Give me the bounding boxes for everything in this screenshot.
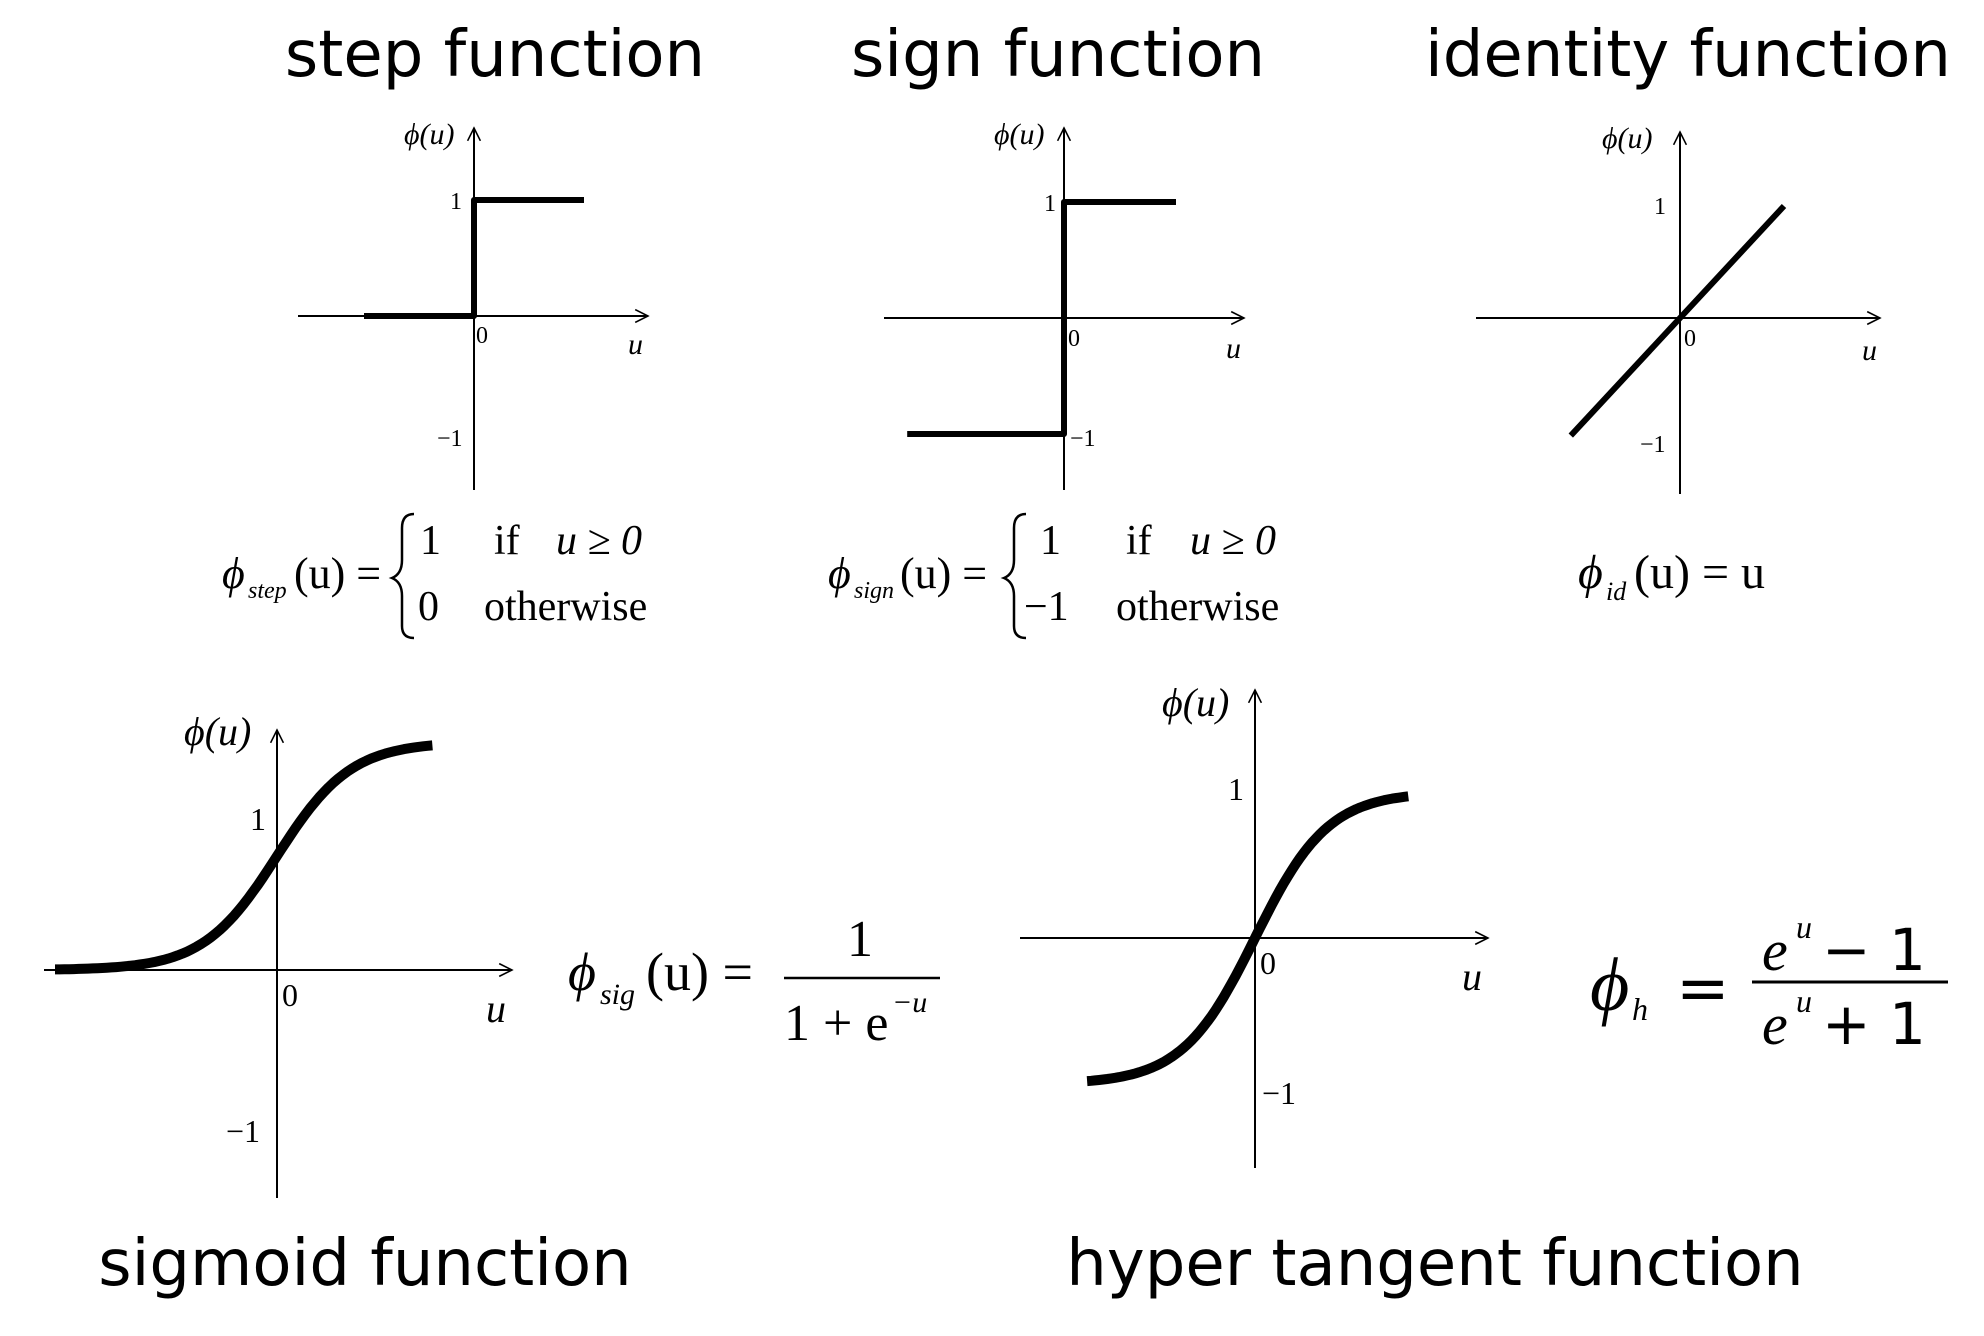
sign-function-caption: sign function — [851, 18, 1265, 92]
identity-curve — [1568, 203, 1787, 438]
sign-formula: ϕ sign (u) = 1 if u ≥ 0 −1 otherwise — [828, 512, 1279, 640]
sigmoid-formula-exponent: −u — [892, 986, 927, 1019]
sigmoid-formula-numerator: 1 — [847, 911, 873, 968]
tanh-formula-phi: ϕ — [1590, 943, 1629, 1027]
sign-x-label: u — [1226, 332, 1241, 365]
sign-formula-case1-if: if — [1126, 518, 1152, 564]
step-x-label: u — [628, 328, 643, 361]
sign-y-label: ϕ(u) — [994, 118, 1045, 151]
sign-tick-1: 1 — [1044, 191, 1056, 217]
identity-formula-rhs: (u) = u — [1634, 546, 1765, 599]
sigmoid-formula-subscript: sig — [600, 978, 635, 1011]
sign-formula-brace — [1000, 512, 1027, 640]
identity-origin-label: 0 — [1684, 326, 1696, 352]
step-graph: ϕ(u) u 0 1 −1 — [298, 118, 648, 490]
step-y-label: ϕ(u) — [404, 118, 455, 151]
tanh-formula-num-exp: u — [1796, 909, 1812, 945]
tanh-formula-subscript: h — [1632, 991, 1648, 1027]
sign-formula-case1-value: 1 — [1040, 518, 1061, 564]
sigmoid-tick-1: 1 — [250, 801, 266, 837]
tanh-curve — [1086, 791, 1410, 1087]
identity-formula-subscript: id — [1606, 577, 1627, 606]
sigmoid-formula-phi: ϕ — [568, 942, 596, 1002]
step-formula-case1-value: 1 — [420, 518, 441, 564]
step-tick-1: 1 — [450, 189, 462, 215]
tanh-formula-equals: = — [1676, 952, 1730, 1026]
sign-graph: ϕ(u) u 0 1 −1 — [884, 118, 1244, 490]
step-origin-label: 0 — [476, 323, 488, 349]
step-formula-case1-cond: u ≥ 0 — [556, 518, 642, 564]
step-formula-phi: ϕ — [222, 549, 245, 598]
tanh-tick-1: 1 — [1228, 771, 1244, 807]
step-formula-brace — [388, 512, 415, 640]
tanh-formula-den-rest: + 1 — [1822, 990, 1926, 1058]
tanh-origin-label: 0 — [1260, 945, 1276, 981]
step-formula-arg: (u) = — [294, 549, 381, 598]
step-formula-case2-cond: otherwise — [484, 584, 647, 630]
sigmoid-function-caption: sigmoid function — [98, 1227, 631, 1301]
sigmoid-y-label: ϕ(u) — [184, 709, 251, 754]
sigmoid-x-label: u — [486, 986, 506, 1031]
sigmoid-origin-label: 0 — [282, 977, 298, 1013]
sigmoid-curve — [54, 740, 433, 975]
tanh-formula-den-exp: u — [1796, 983, 1812, 1019]
step-function-caption: step function — [285, 18, 705, 92]
tanh-y-label: ϕ(u) — [1162, 680, 1229, 725]
identity-function-caption: identity function — [1425, 18, 1951, 92]
sign-formula-arg: (u) = — [900, 549, 987, 598]
identity-formula-phi: ϕ — [1578, 546, 1603, 599]
identity-graph: ϕ(u) u 0 1 −1 — [1476, 122, 1880, 494]
tanh-graph: ϕ(u) u 0 1 −1 — [1020, 680, 1488, 1168]
sigmoid-tick-minus-1: −1 — [226, 1113, 260, 1149]
tanh-formula-den-base: e — [1762, 992, 1788, 1057]
step-formula-subscript: step — [248, 578, 287, 604]
sign-origin-label: 0 — [1068, 326, 1080, 352]
sigmoid-formula-denominator: 1 + e — [784, 995, 888, 1052]
sigmoid-formula: ϕ sig (u) = 1 1 + e −u — [568, 911, 940, 1052]
sigmoid-formula-arg: (u) = — [646, 942, 753, 1002]
tanh-formula: ϕ h = e u − 1 e u + 1 — [1590, 909, 1948, 1058]
sign-curve — [907, 199, 1176, 437]
tanh-function-caption: hyper tangent function — [1066, 1227, 1803, 1301]
sign-tick-minus-1: −1 — [1070, 426, 1096, 452]
identity-formula: ϕ id (u) = u — [1578, 546, 1765, 606]
tanh-formula-num-rest: − 1 — [1822, 916, 1926, 984]
step-formula: ϕ step (u) = 1 if u ≥ 0 0 otherwise — [222, 512, 647, 640]
tanh-tick-minus-1: −1 — [1262, 1075, 1296, 1111]
tanh-formula-num-base: e — [1762, 918, 1788, 983]
sigmoid-graph: ϕ(u) u 0 1 −1 — [44, 709, 512, 1198]
tanh-x-label: u — [1462, 954, 1482, 999]
step-curve — [364, 197, 584, 319]
step-tick-minus-1: −1 — [437, 426, 463, 452]
identity-y-label: ϕ(u) — [1602, 122, 1653, 155]
sign-formula-phi: ϕ — [828, 549, 851, 598]
sign-formula-case2-value: −1 — [1024, 584, 1069, 630]
sign-formula-case1-cond: u ≥ 0 — [1190, 518, 1276, 564]
step-formula-case2-value: 0 — [418, 584, 439, 630]
identity-x-label: u — [1862, 334, 1877, 367]
sign-formula-case2-cond: otherwise — [1116, 584, 1279, 630]
step-formula-case1-if: if — [494, 518, 520, 564]
identity-tick-1: 1 — [1654, 194, 1666, 220]
sign-formula-subscript: sign — [854, 578, 894, 604]
identity-tick-minus-1: −1 — [1640, 432, 1666, 458]
